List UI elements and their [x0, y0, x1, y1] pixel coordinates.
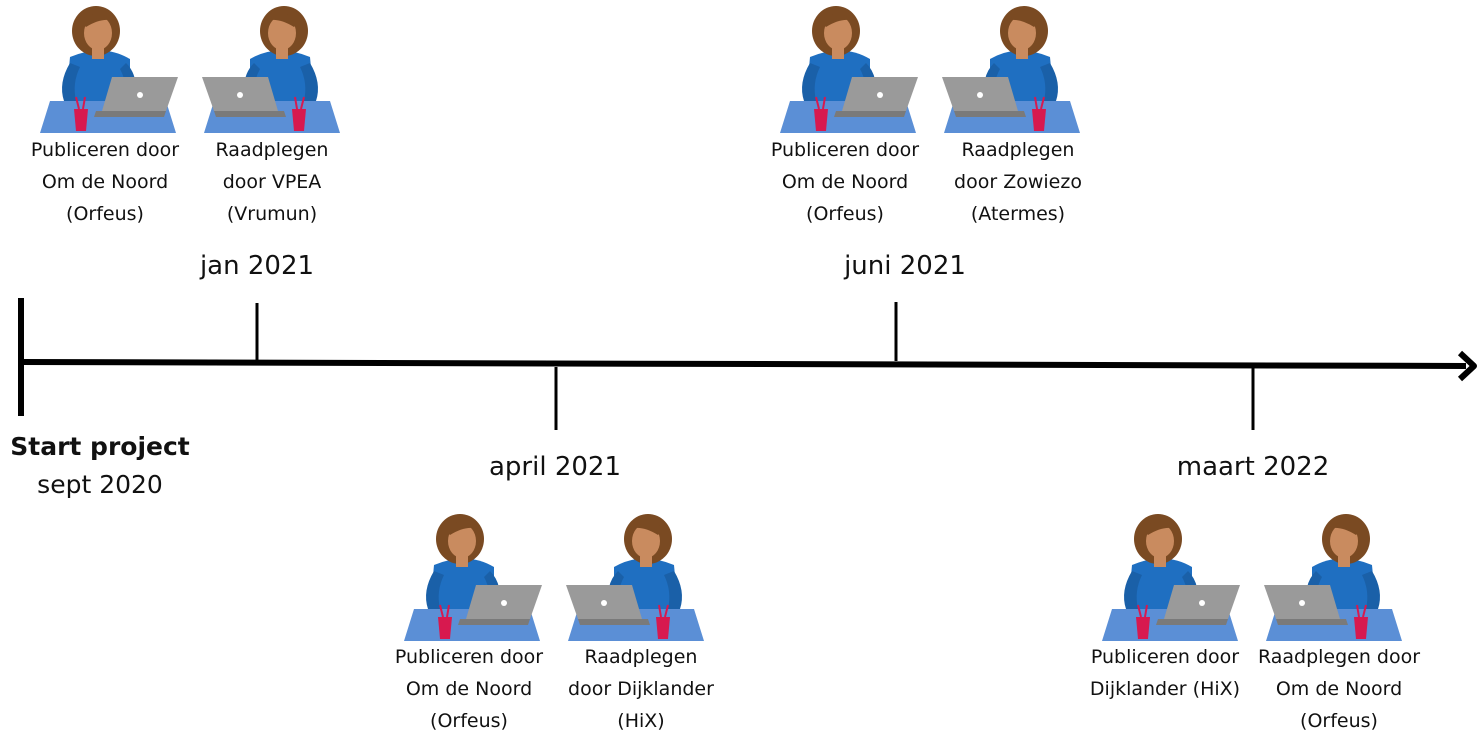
caption-line: (Orfeus) [806, 203, 884, 225]
woman-at-laptop-icon [566, 514, 704, 641]
woman-at-laptop-icon [780, 6, 918, 133]
caption-line: (Orfeus) [1300, 710, 1378, 732]
woman-at-laptop-icon [1102, 514, 1240, 641]
person-figure [566, 514, 704, 641]
caption-juni-2021-publish: Publiceren door Om de Noord (Orfeus) [750, 134, 940, 230]
caption-maart-2022-publish: Publiceren door Dijklander (HiX) [1070, 641, 1260, 705]
woman-at-laptop-icon [1264, 514, 1402, 641]
caption-line: Om de Noord [41, 171, 169, 193]
arrow-head-icon [1457, 350, 1477, 382]
caption-line: (HiX) [617, 710, 665, 732]
caption-maart-2022-consult: Raadplegen door Om de Noord (Orfeus) [1244, 641, 1434, 737]
caption-line: Raadplegen [584, 646, 698, 668]
caption-line: Publiceren door [30, 139, 180, 161]
caption-line: Publiceren door [1090, 646, 1240, 668]
woman-at-laptop-icon [942, 6, 1080, 133]
caption-line: Raadplegen [215, 139, 329, 161]
person-figure [40, 6, 178, 133]
person-figure [404, 514, 542, 641]
caption-line: Raadplegen [961, 139, 1075, 161]
caption-jan-2021-consult: Raadplegen door VPEA (Vrumun) [177, 134, 367, 230]
woman-at-laptop-icon [404, 514, 542, 641]
person-figure [1264, 514, 1402, 641]
person-figure [1102, 514, 1240, 641]
start-project: Start project sept 2020 [10, 428, 190, 504]
person-figure [780, 6, 918, 133]
caption-line: (Vrumun) [226, 203, 318, 225]
person-figure [202, 6, 340, 133]
caption-line: (Atermes) [970, 203, 1066, 225]
start-title: Start project [10, 432, 190, 461]
date-juni-2021: juni 2021 [844, 251, 966, 281]
date-jan-2021: jan 2021 [199, 251, 315, 281]
caption-line: Publiceren door [770, 139, 920, 161]
caption-line: Om de Noord [1275, 678, 1403, 700]
start-date: sept 2020 [37, 470, 163, 499]
caption-line: Om de Noord [405, 678, 533, 700]
caption-line: (Orfeus) [430, 710, 508, 732]
caption-juni-2021-consult: Raadplegen door Zowiezo (Atermes) [923, 134, 1113, 230]
caption-april-2021-consult: Raadplegen door Dijklander (HiX) [546, 641, 736, 737]
caption-line: Publiceren door [394, 646, 544, 668]
date-april-2021: april 2021 [488, 452, 622, 482]
caption-jan-2021-publish: Publiceren door Om de Noord (Orfeus) [10, 134, 200, 230]
caption-line: door Zowiezo [954, 171, 1082, 193]
timeline-main-line [20, 359, 1467, 369]
caption-line: (Orfeus) [66, 203, 144, 225]
person-figure [942, 6, 1080, 133]
date-maart-2022: maart 2022 [1176, 452, 1330, 482]
caption-line: Dijklander (HiX) [1089, 678, 1241, 700]
caption-april-2021-publish: Publiceren door Om de Noord (Orfeus) [374, 641, 564, 737]
caption-line: Om de Noord [781, 171, 909, 193]
caption-line: door Dijklander [568, 678, 714, 700]
caption-line: door VPEA [222, 171, 322, 193]
woman-at-laptop-icon [202, 6, 340, 133]
woman-at-laptop-icon [40, 6, 178, 133]
caption-line: Raadplegen door [1257, 646, 1421, 668]
